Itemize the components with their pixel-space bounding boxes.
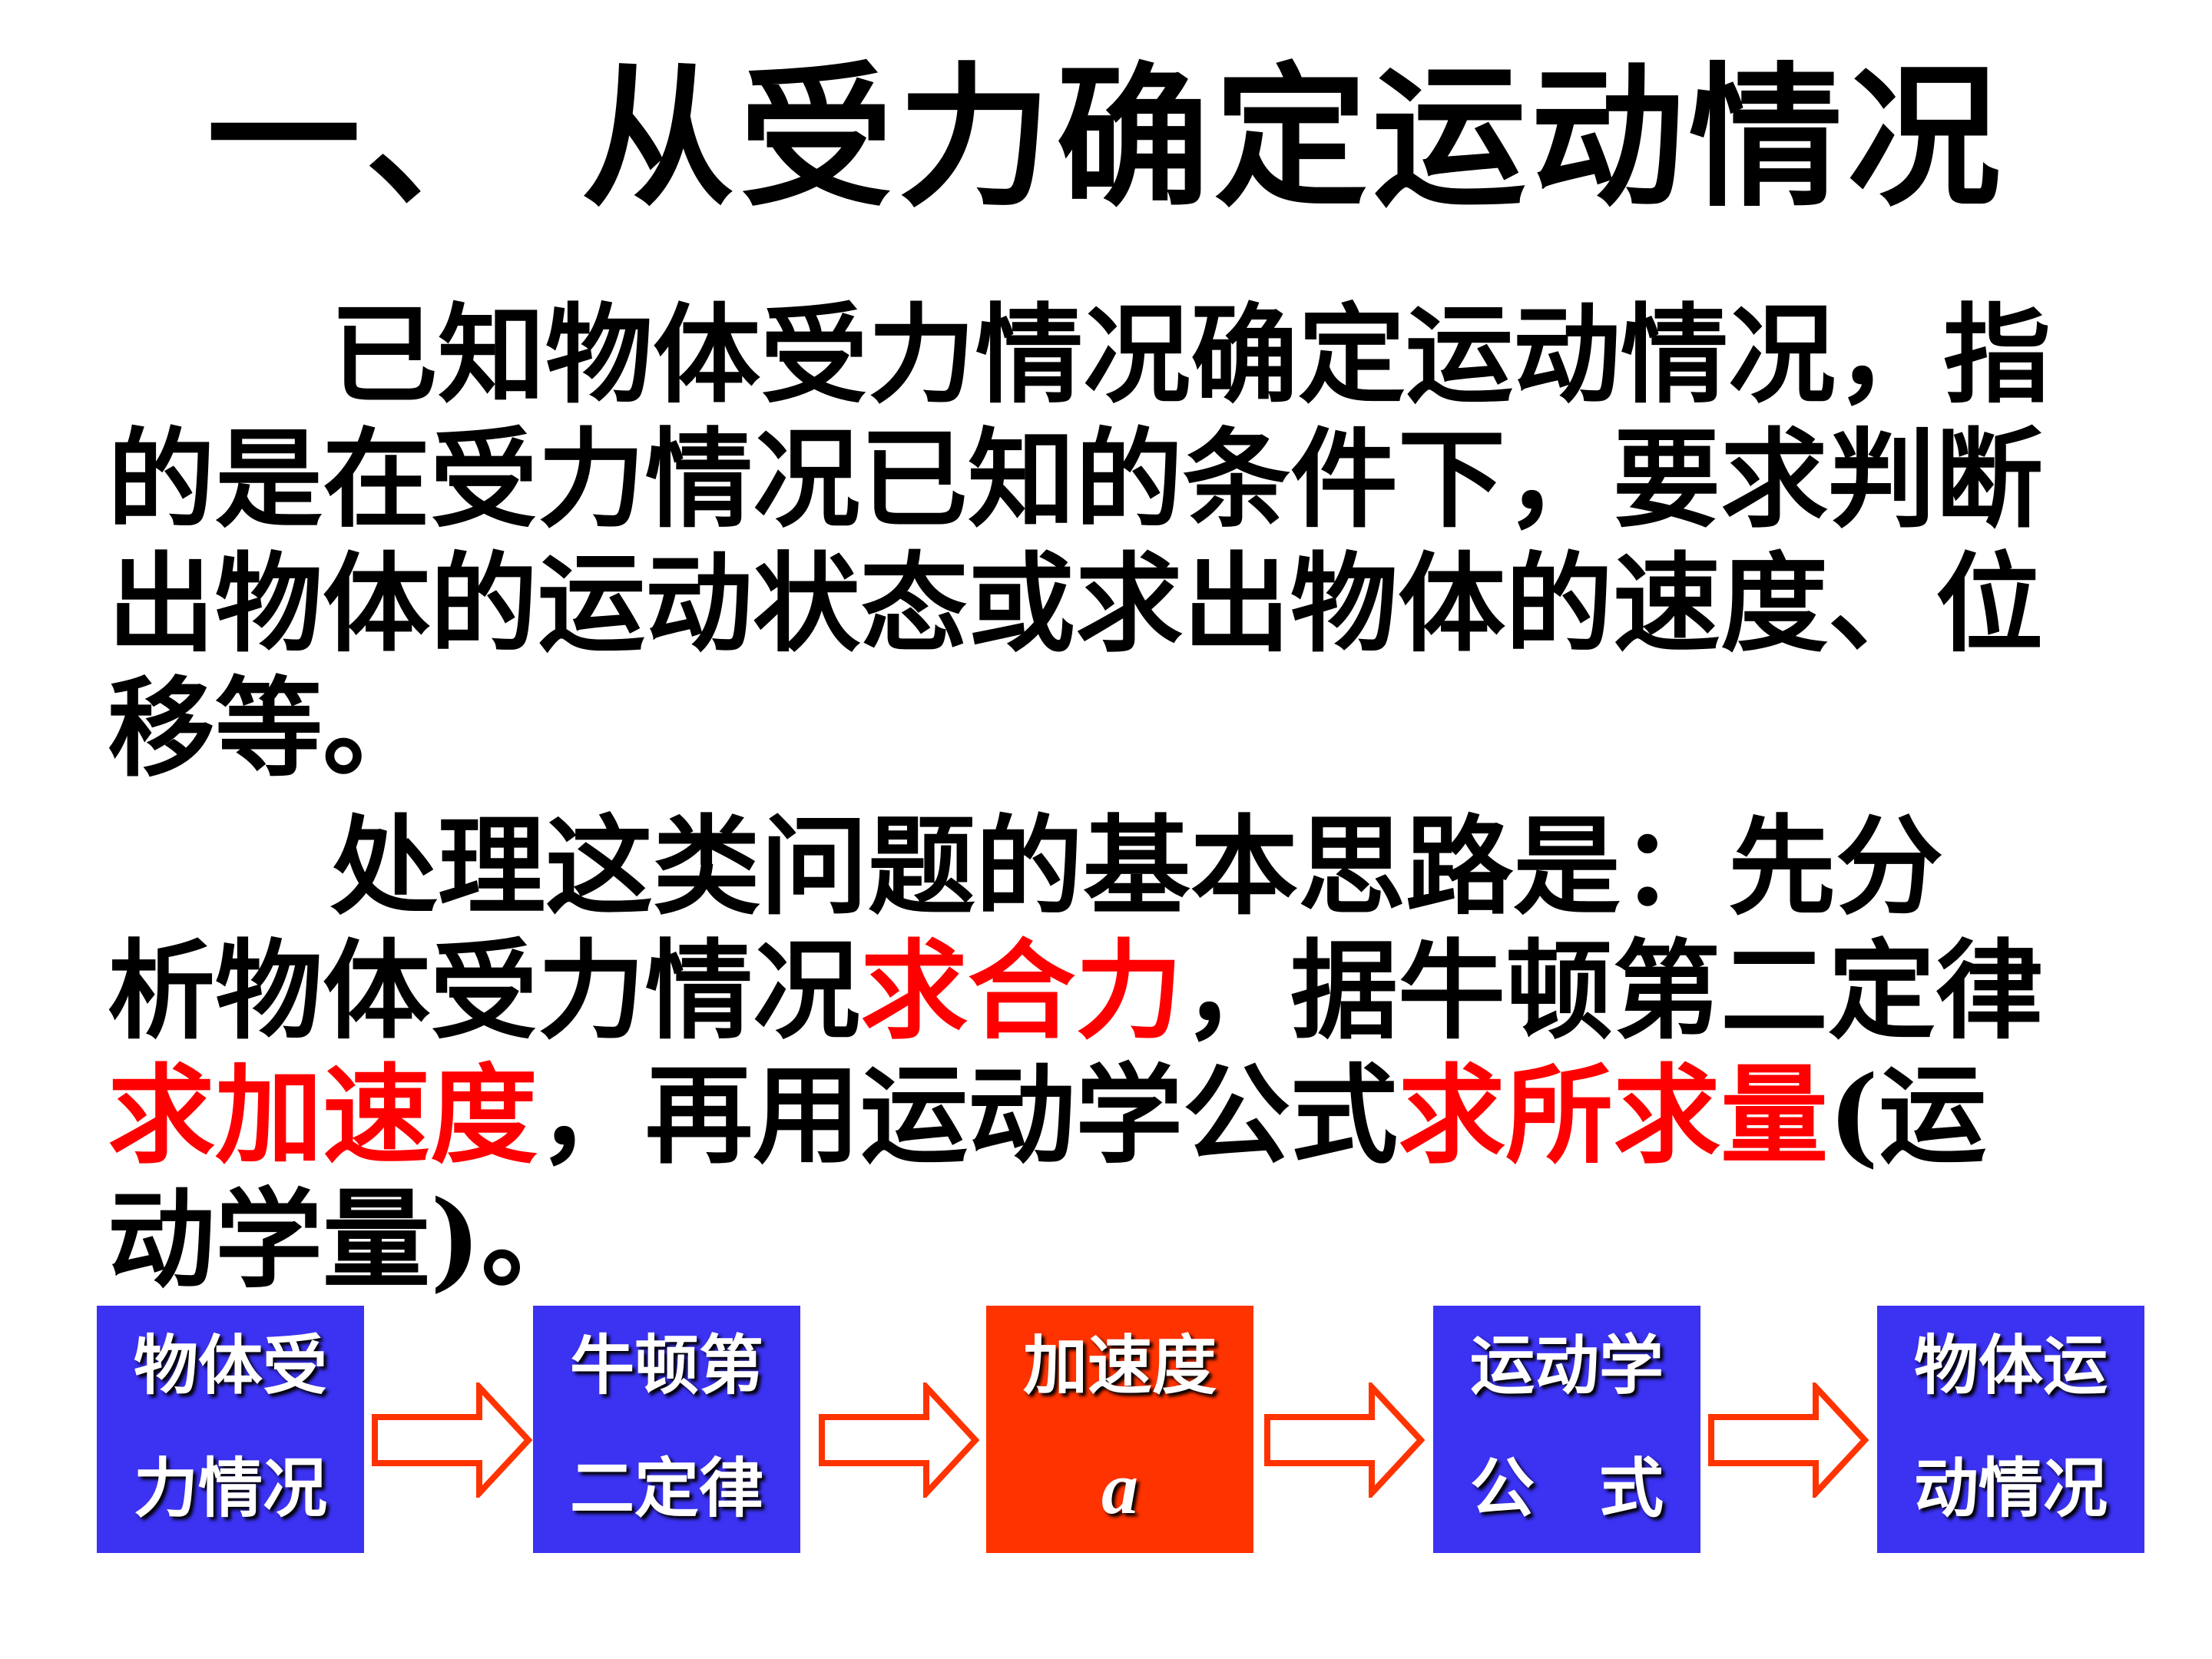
flow-box-line: 力情况 xyxy=(133,1450,327,1526)
flow-arrow-icon xyxy=(1264,1382,1426,1498)
paragraph-known-forces: 已知物体受力情况确定运动情况，指 的是在受力情况已知的条件下，要求判断 出物体的… xyxy=(108,293,2135,791)
paragraph2-line-2: 析物体受力情况求合力，据牛顿第二定律 xyxy=(108,929,2135,1054)
flow-box-newton-second-law: 牛顿第 二定律 xyxy=(533,1306,800,1553)
flow-box-line: 物体受 xyxy=(133,1327,327,1403)
flow-box-line: 动情况 xyxy=(1913,1450,2108,1526)
flow-box-line: 物体运 xyxy=(1913,1327,2108,1403)
flow-box-motion-situation: 物体运 动情况 xyxy=(1877,1306,2144,1553)
flow-box-force-situation: 物体受 力情况 xyxy=(97,1306,364,1553)
flow-box-line: 加速度 xyxy=(1022,1327,1217,1403)
flow-arrow-icon xyxy=(372,1382,533,1498)
page-title: 一、 从受力确定运动情况 xyxy=(207,48,2005,228)
flow-box-acceleration: 加速度 a xyxy=(986,1306,1253,1553)
paragraph2-text: (运 xyxy=(1828,1053,1987,1179)
paragraph2-line-3: 求加速度，再用运动学公式求所求量(运 xyxy=(108,1054,2135,1178)
flow-box-line: 公 式 xyxy=(1469,1450,1664,1526)
highlight-net-force: 求合力 xyxy=(860,929,1184,1055)
flow-box-symbol: a xyxy=(1101,1447,1138,1529)
paragraph2-line-4: 动学量)。 xyxy=(108,1177,589,1303)
flow-arrow-icon xyxy=(819,1382,980,1498)
paragraph1-line-2: 的是在受力情况已知的条件下，要求判断 xyxy=(108,417,2044,543)
paragraph1-line-4: 移等。 xyxy=(108,666,431,792)
paragraph2-line-1: 处理这类问题的基本思路是：先分 xyxy=(330,804,1944,930)
paragraph1-line-3: 出物体的运动状态或求出物体的速度、位 xyxy=(108,541,2044,667)
paragraph2-text: ，据牛顿第二定律 xyxy=(1183,929,2044,1055)
flow-arrow-icon xyxy=(1708,1382,1869,1498)
paragraph-basic-approach: 处理这类问题的基本思路是：先分 析物体受力情况求合力，据牛顿第二定律 求加速度，… xyxy=(108,805,2135,1303)
paragraph2-text: 析物体受力情况 xyxy=(108,929,861,1055)
flow-box-kinematics-formula: 运动学 公 式 xyxy=(1433,1306,1700,1553)
flow-box-line: 二定律 xyxy=(569,1450,763,1526)
flow-box-line: 运动学 xyxy=(1469,1327,1664,1403)
flow-box-line: 牛顿第 xyxy=(569,1327,763,1403)
highlight-acceleration: 求加速度 xyxy=(108,1053,538,1179)
highlight-target-quantity: 求所求量 xyxy=(1398,1053,1829,1179)
paragraph1-line-1: 已知物体受力情况确定运动情况，指 xyxy=(330,293,2051,419)
paragraph2-text: ，再用运动学公式 xyxy=(538,1053,1399,1179)
